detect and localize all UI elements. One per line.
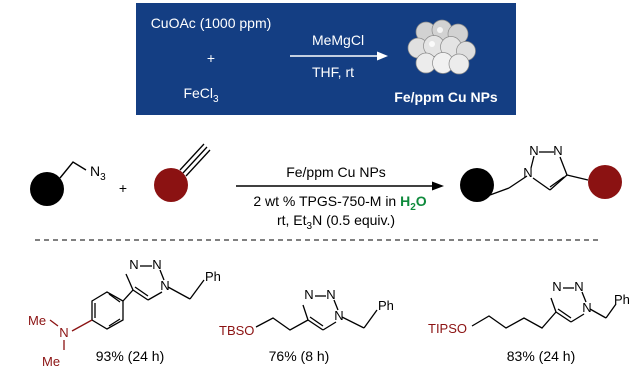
reactant-plus: + bbox=[119, 180, 127, 196]
example-2-ring-n3: N bbox=[304, 287, 313, 302]
product-ring-n3: N bbox=[553, 143, 562, 158]
alkyne-bond-2 bbox=[185, 149, 211, 177]
example-2-triazole bbox=[302, 295, 378, 331]
prep-arrow-head bbox=[377, 51, 388, 61]
iron-salt-label: FeCl3 bbox=[183, 85, 219, 105]
example-2-ring-n2: N bbox=[326, 287, 335, 302]
product-ball-black bbox=[460, 168, 494, 202]
example-1: N Me Me N N N Ph 93% (24 h) bbox=[28, 257, 221, 369]
precursor-plus: + bbox=[207, 50, 215, 66]
catalyst-box: CuOAc (1000 ppm) + FeCl3 MeMgCl THF, rt … bbox=[136, 3, 516, 115]
example-2-tbso: TBSO bbox=[219, 323, 254, 338]
precursor-label: CuOAc (1000 ppm) bbox=[151, 15, 272, 31]
product-label: Fe/ppm Cu NPs bbox=[394, 89, 498, 105]
example-3-ring-n2: N bbox=[574, 279, 583, 294]
example-1-n-bond bbox=[71, 319, 93, 332]
example-3-tipso: TIPSO bbox=[428, 321, 467, 336]
base-condition: rt, Et3N (0.5 equiv.) bbox=[277, 212, 395, 232]
azide-label: N3 bbox=[90, 163, 106, 183]
alkyne-bond-1 bbox=[182, 146, 208, 174]
reaction-arrow-head bbox=[432, 181, 444, 191]
alkyne-bond-3 bbox=[179, 143, 205, 171]
example-1-benzene bbox=[91, 289, 134, 330]
example-1-ring-n3: N bbox=[129, 257, 138, 272]
example-1-me-top: Me bbox=[28, 313, 46, 328]
example-3-ring-n3: N bbox=[552, 279, 561, 294]
example-2-ring-n1: N bbox=[334, 308, 343, 323]
azide-chain bbox=[59, 161, 87, 179]
example-3-phenyl: Ph bbox=[614, 292, 630, 307]
nanoparticle-cluster-icon bbox=[407, 19, 476, 75]
example-3: TIPSO N N N Ph 83% (24 h) bbox=[428, 279, 630, 364]
reagent-label: MeMgCl bbox=[312, 32, 364, 48]
catalyst-condition: Fe/ppm Cu NPs bbox=[286, 164, 386, 180]
example-1-me-bottom: Me bbox=[42, 354, 60, 369]
example-1-ring-n2: N bbox=[152, 257, 161, 272]
example-1-dimethylamino-n: N bbox=[59, 325, 68, 340]
product-ring-n2: N bbox=[529, 143, 538, 158]
substrate-ball-red bbox=[154, 168, 188, 202]
example-1-ring-n1: N bbox=[160, 278, 169, 293]
example-2-chain bbox=[255, 317, 309, 331]
example-3-yield: 83% (24 h) bbox=[507, 348, 575, 364]
example-3-ring-n1: N bbox=[582, 300, 591, 315]
substrate-ball-black bbox=[30, 172, 64, 206]
example-3-chain bbox=[471, 311, 557, 329]
example-2-yield: 76% (8 h) bbox=[269, 348, 330, 364]
product-ball-red bbox=[588, 165, 622, 199]
main-reaction: N3 + Fe/ppm Cu NPs 2 wt % TPGS-750-M in … bbox=[30, 143, 622, 232]
prep-conditions-label: THF, rt bbox=[312, 64, 354, 80]
example-2-phenyl: Ph bbox=[378, 298, 394, 313]
example-1-me-top-bond bbox=[49, 319, 59, 327]
example-1-triazole bbox=[125, 265, 205, 301]
example-1-phenyl: Ph bbox=[205, 269, 221, 284]
product-ring-n1: N bbox=[523, 165, 532, 180]
example-1-yield: 93% (24 h) bbox=[96, 348, 164, 364]
example-2: TBSO N N N Ph 76% (8 h) bbox=[219, 287, 394, 364]
product-triazole bbox=[489, 151, 589, 196]
solvent-condition: 2 wt % TPGS-750-M in H2O bbox=[253, 193, 426, 213]
example-3-triazole bbox=[550, 287, 617, 323]
